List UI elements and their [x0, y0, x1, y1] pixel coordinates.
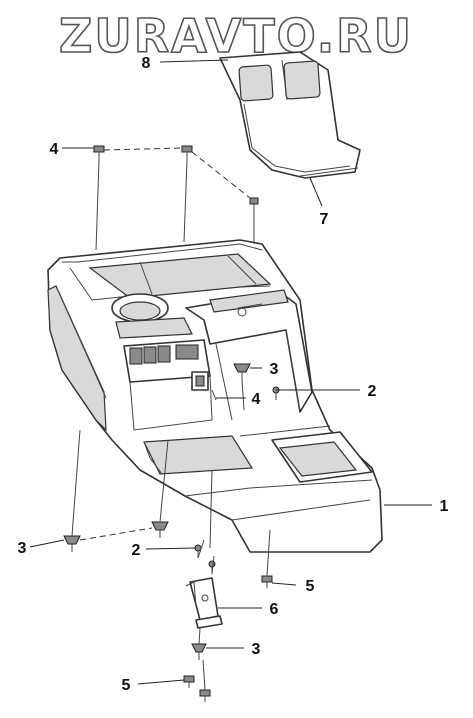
callout-3: 3: [252, 641, 261, 658]
callout-7: 7: [320, 211, 329, 228]
callout-8: 8: [142, 55, 151, 72]
upper-trim-panel: [219, 51, 361, 179]
callout-5: 5: [122, 677, 131, 694]
center-console-body: [47, 239, 383, 553]
mounting-bracket: [185, 577, 223, 629]
callout-2: 2: [368, 383, 377, 400]
watermark: ZURAVTO.RU: [59, 9, 413, 63]
callout-2: 2: [132, 542, 141, 559]
callout-5: 5: [306, 578, 315, 595]
callout-4: 4: [252, 391, 261, 408]
callout-3: 3: [270, 361, 279, 378]
callout-labels: 8 7 4 3 2 4 1 3 2 5 6 3 5: [18, 55, 449, 694]
callout-1: 1: [440, 498, 449, 515]
assembly-guide-lines: [71, 147, 271, 691]
callout-6: 6: [270, 601, 279, 618]
callout-4: 4: [50, 141, 59, 158]
leader-lines: [29, 59, 432, 685]
callout-3: 3: [18, 540, 27, 557]
